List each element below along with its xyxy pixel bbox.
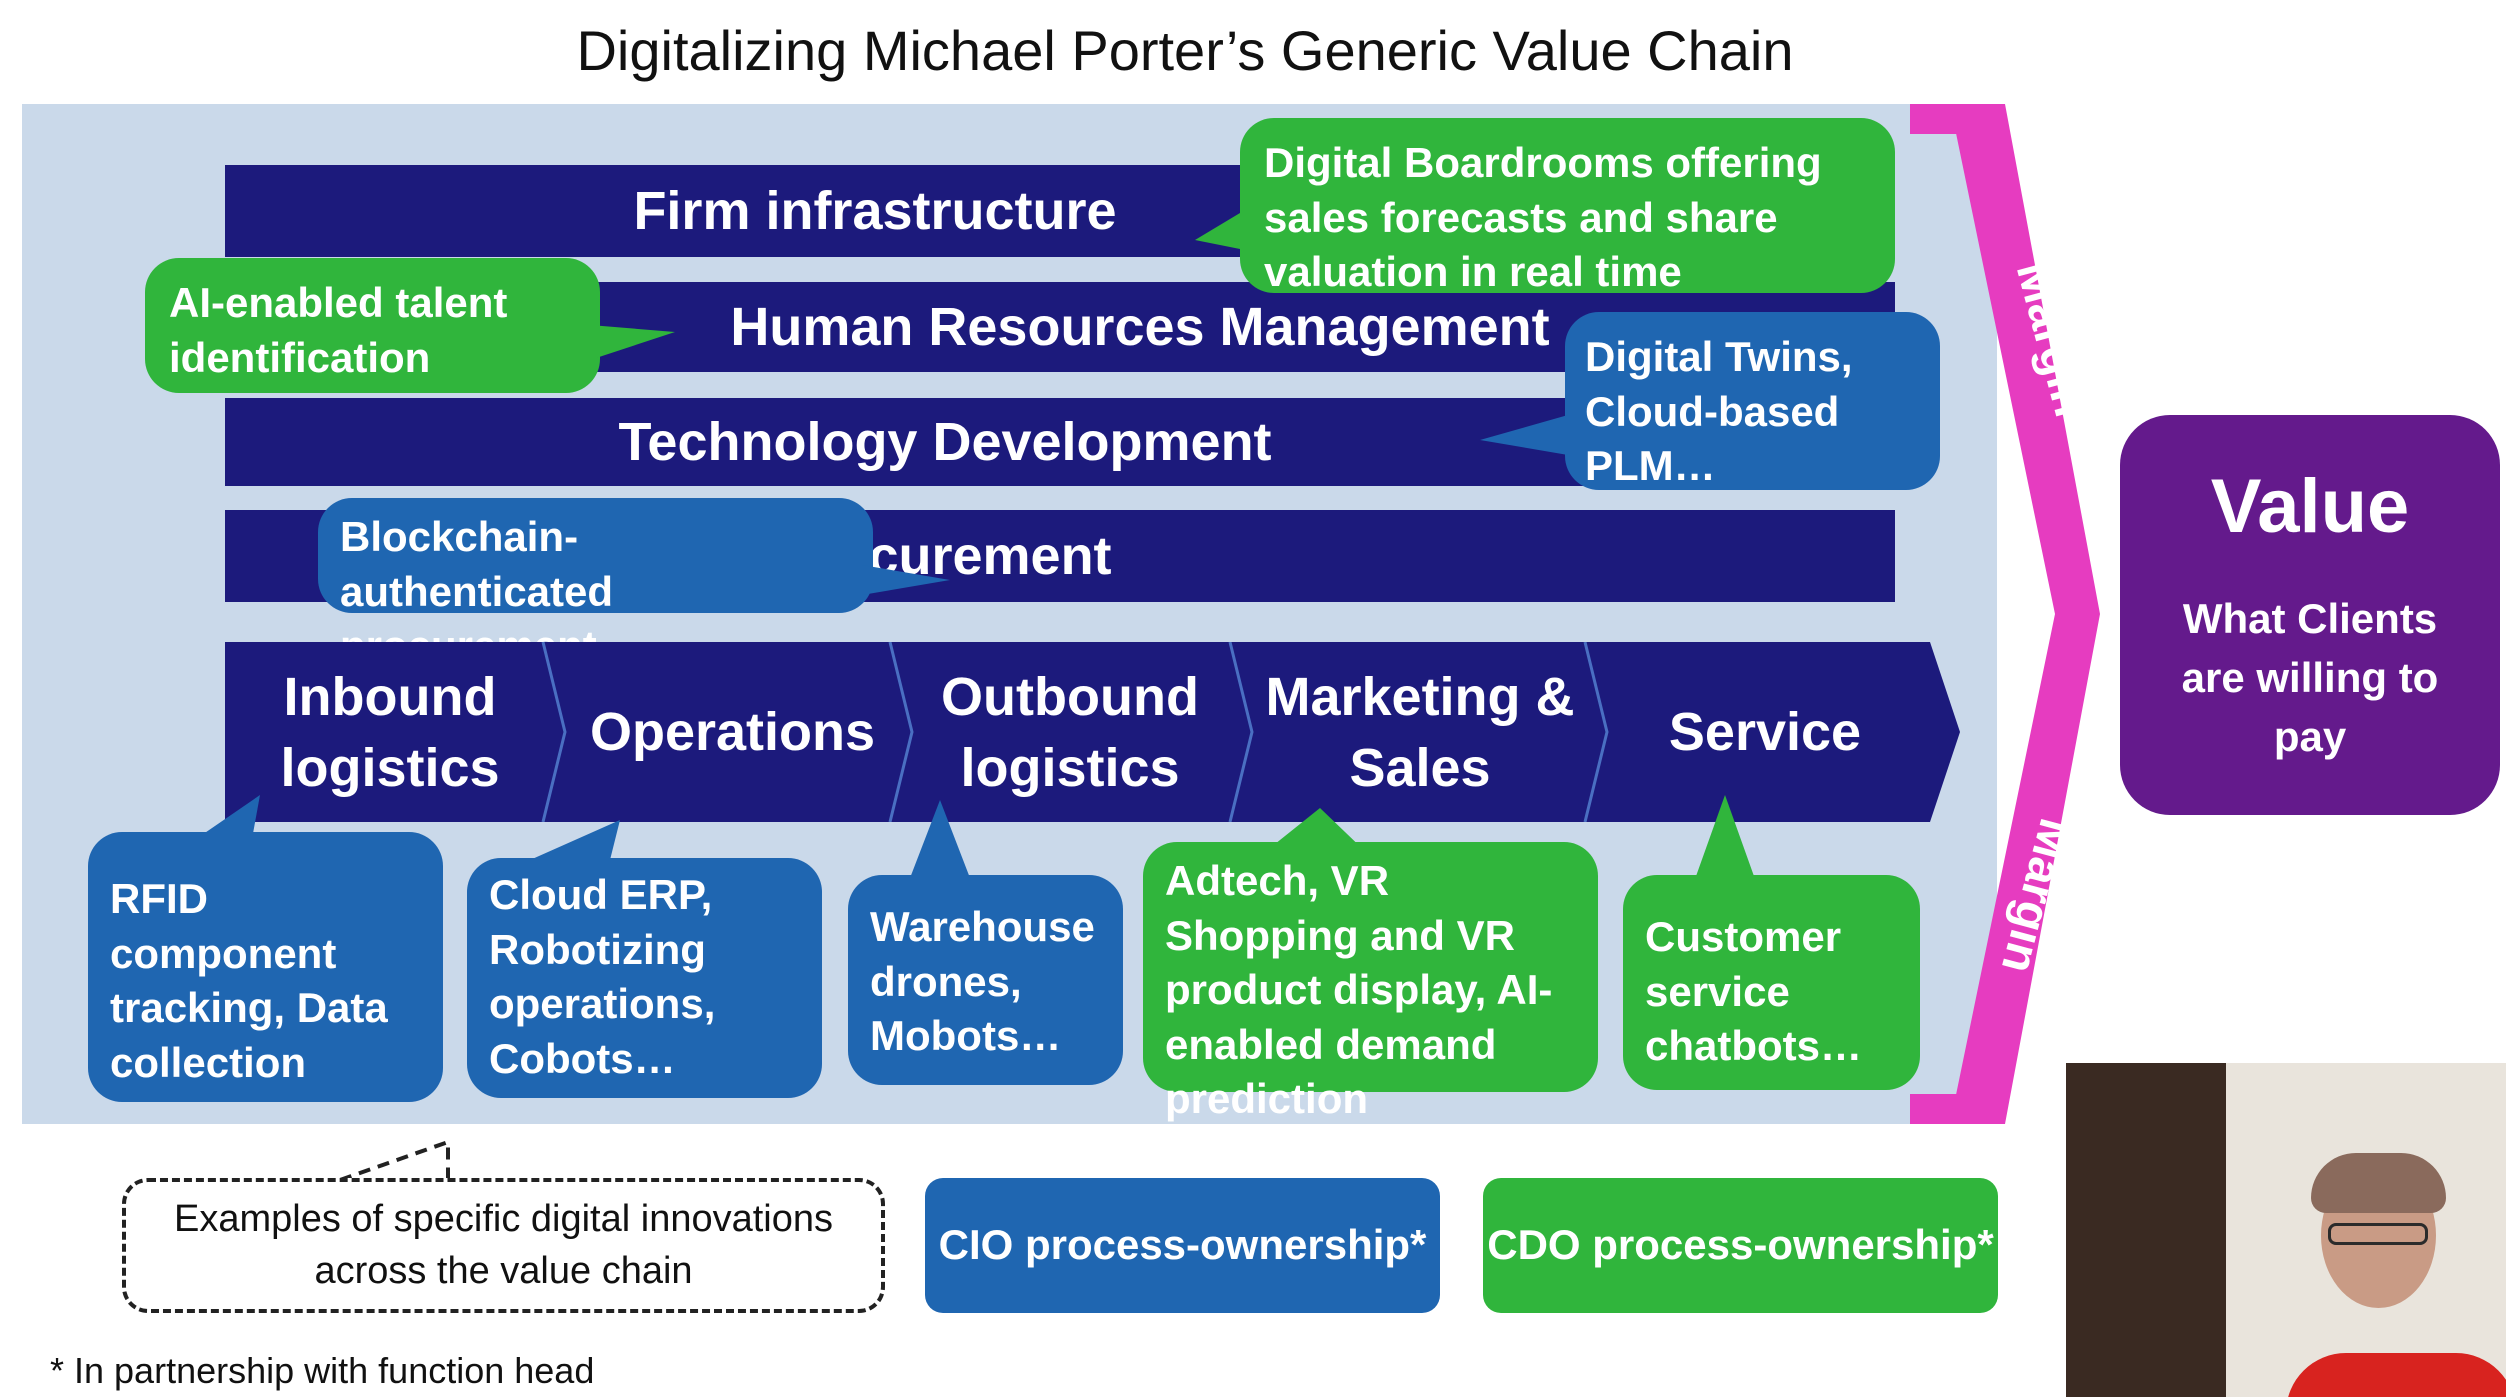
value-box: Value What Clients are willing to pay <box>2120 415 2500 815</box>
cio-ownership-legend: CIO process-ownership* <box>925 1178 1440 1313</box>
value-description: What Clients are willing to pay <box>2181 595 2439 760</box>
glasses-icon <box>2328 1223 2428 1245</box>
hrm-label: Human Resources Management <box>730 297 1550 357</box>
digital-boardrooms-callout: Digital Boardrooms offering sales foreca… <box>1240 118 1895 295</box>
person-hair <box>2311 1153 2446 1213</box>
cloud-erp-callout: Cloud ERP, Robotizing operations, Cobots… <box>467 858 822 1098</box>
webcam-video[interactable] <box>2066 1063 2506 1397</box>
customer-chatbots-callout: Customer service chatbots… <box>1623 875 1920 1090</box>
callout-tail <box>590 325 675 360</box>
outbound-logistics-label: Outbound logistics <box>941 667 1199 798</box>
value-heading: Value <box>2210 464 2410 549</box>
blockchain-procurement-callout: Blockchain-authenticated procurement… <box>318 498 873 669</box>
cdo-ownership-legend: CDO process-ownership* <box>1483 1178 1998 1313</box>
adtech-vr-callout: Adtech, VR Shopping and VR product displ… <box>1143 842 1598 1122</box>
callout-tail <box>862 565 950 595</box>
margin-band <box>1910 104 2100 1124</box>
webcam-background-shelf <box>2066 1063 2226 1397</box>
warehouse-drones-callout: Warehouse drones, Mobots… <box>848 875 1123 1085</box>
firm-infrastructure-label: Firm infrastructure <box>633 181 1117 241</box>
digital-twins-callout: Digital Twins, Cloud-based PLM… <box>1565 312 1940 490</box>
legend-examples-box: Examples of specific digital innovations… <box>122 1178 885 1313</box>
callout-tail <box>1480 415 1568 455</box>
inbound-logistics-label: Inbound logistics <box>280 667 500 798</box>
callout-tail <box>1695 795 1755 879</box>
page-title: Digitalizing Michael Porter’s Generic Va… <box>576 19 1794 82</box>
legend-callout-tail <box>339 1139 450 1182</box>
talent-identification-callout: AI-enabled talent identification <box>145 258 600 393</box>
person-shirt <box>2286 1353 2506 1397</box>
footnote: * In partnership with function head <box>50 1350 595 1391</box>
marketing-sales-label: Marketing & Sales <box>1265 667 1575 798</box>
callout-tail <box>910 800 970 878</box>
rfid-tracking-callout: RFID component tracking, Data collection <box>88 832 443 1102</box>
technology-development-label: Technology Development <box>618 412 1272 472</box>
operations-label: Operations <box>589 702 876 763</box>
service-label: Service <box>1668 702 1862 763</box>
primary-activities-arrow <box>225 642 1960 822</box>
callout-tail <box>1195 210 1245 250</box>
callout-tail <box>530 820 620 860</box>
